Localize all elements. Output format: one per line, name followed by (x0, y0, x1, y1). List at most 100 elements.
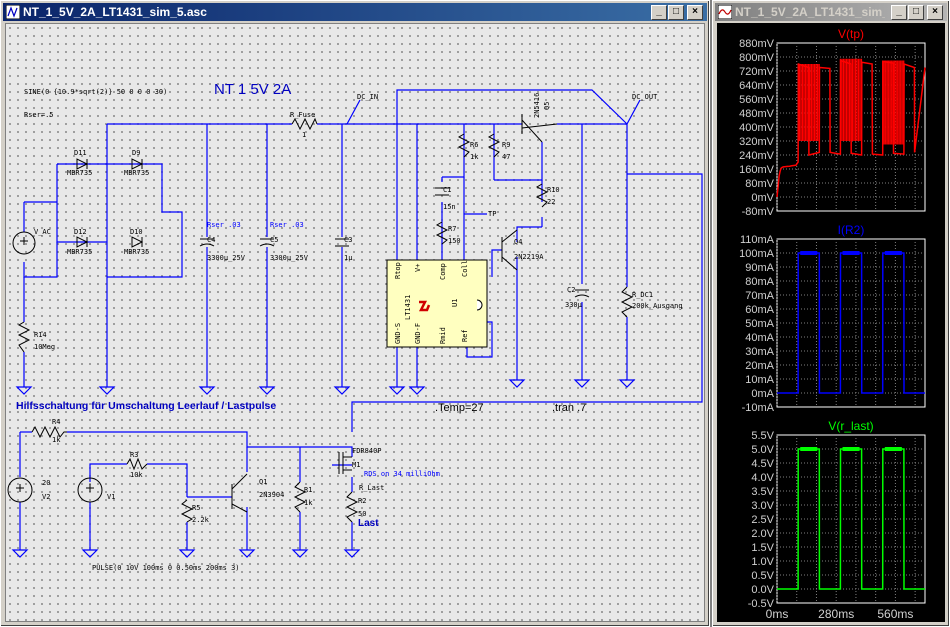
chart-2-title: V(r_last) (828, 419, 873, 433)
chart-2-ytick: 2.0V (751, 528, 774, 540)
chart-2-ytick: 3.5V (751, 486, 774, 498)
pin-rtop: Rtop (394, 262, 402, 279)
d10-model: MBR735 (124, 248, 149, 256)
pulse-source-label: PULSE(0 10V 100ms 0 0.50ms 200ms 3) (92, 564, 240, 572)
waveform-app-icon (718, 5, 732, 19)
schematic-window[interactable]: NT_1_5V_2A_LT1431_sim_5.asc _ □ × (0, 0, 710, 627)
close-button[interactable]: × (687, 5, 703, 20)
r14-label: R14 (34, 331, 47, 339)
chart-1-ytick: 10mA (745, 374, 774, 386)
minimize-button[interactable]: _ (651, 5, 667, 20)
r1-label: R1 (304, 486, 312, 494)
waveform-maximize-button[interactable]: □ (908, 5, 924, 20)
schematic-titlebar[interactable]: NT_1_5V_2A_LT1431_sim_5.asc _ □ × (3, 3, 707, 21)
d11-label: D11 (74, 149, 87, 157)
c1-value: 15n (443, 203, 456, 211)
chart-1-ytick: 50mA (745, 318, 774, 330)
chart-0-ytick: 160mV (739, 164, 775, 176)
r3-label: R3 (130, 451, 138, 459)
c4-label: C4 (207, 236, 215, 244)
d10-label: D10 (130, 228, 143, 236)
resistor-r4 (31, 425, 67, 439)
c5-rser-label: Rser .03 (270, 221, 304, 229)
chart-0-ytick: 720mV (739, 66, 775, 78)
pin-vplus: V+ (414, 264, 422, 272)
diode-d11-symbol (76, 158, 89, 170)
r5-value: 2.2k (192, 516, 210, 524)
chart-2-ytick: 3.0V (751, 500, 774, 512)
chart-1-ytick: 100mA (739, 248, 775, 260)
r6-label: R6 (470, 141, 478, 149)
resistor-r6 (457, 133, 471, 158)
r7-value: 150 (448, 237, 461, 245)
resistor-r5 (180, 499, 194, 523)
c3-label: C3 (344, 236, 352, 244)
r7-label: R7 (448, 225, 456, 233)
waveform-window[interactable]: NT_1_5V_2A_LT1431_sim_5.raw _ □ × 880mV 8… (712, 0, 950, 627)
tp-net-label: TP (488, 210, 496, 218)
linear-tech-logo (418, 300, 431, 312)
chart-1-ytick: 40mA (745, 332, 774, 344)
resistor-r14 (17, 321, 31, 353)
chart-1-ytick: 30mA (745, 346, 774, 358)
vac-label: V_AC (34, 228, 51, 236)
chart-1-ytick: 20mA (745, 360, 774, 372)
pin-gndf: GND-F (414, 323, 422, 344)
chart-1-ytick: 70mA (745, 290, 774, 302)
c4-rser-label: Rser .03 (207, 221, 241, 229)
chart-0-series-0 (776, 59, 926, 198)
chart-0-ytick: 800mV (739, 52, 775, 64)
chart-1-ytick: 90mA (745, 262, 774, 274)
chart-0-ytick: 320mV (739, 136, 775, 148)
diode-d9-symbol (131, 158, 144, 170)
waveform-close-button[interactable]: × (927, 5, 943, 20)
u1-model: LT1431 (404, 295, 412, 320)
chart-2-ytick: -0.5V (748, 598, 775, 610)
maximize-button[interactable]: □ (668, 5, 684, 20)
v2-label: V2 (42, 493, 50, 501)
d9-label: D9 (132, 149, 140, 157)
ground-symbols (11, 379, 636, 558)
sine-source-label: SINE(0 {10.9*sqrt(2)} 50 0 0 0 30) (24, 88, 167, 96)
schematic-app-icon (6, 5, 20, 19)
chart-0-title: V(tp) (838, 27, 864, 41)
q5-label: Q5 (543, 102, 551, 110)
q4-model: 2N2219A (514, 253, 544, 261)
chart-2-ytick: 1.5V (751, 542, 774, 554)
v1-label: V1 (107, 493, 115, 501)
r4-value: 1k (52, 436, 61, 444)
chart-0-ytick: 640mV (739, 80, 775, 92)
chart-1-ytick: 80mA (745, 276, 774, 288)
d11-model: MBR735 (67, 169, 92, 177)
chart-1-series-0 (777, 252, 925, 394)
resistor-r3 (126, 457, 148, 471)
r4-label: R4 (52, 418, 60, 426)
x-tick-label: 560ms (877, 607, 913, 621)
lt1431-ic-body (386, 259, 488, 348)
v2-value: 20 (42, 479, 50, 487)
rds-on-label: RDS on 34 milliOhm (364, 470, 440, 478)
r2-value: 50 (358, 510, 366, 518)
r5-label: R5 (192, 504, 200, 512)
chart-0-ytick: 880mV (739, 38, 775, 50)
rlast-label: R_Last (359, 484, 384, 492)
pin-coll: Coll (461, 260, 469, 277)
chart-2-frame (776, 434, 926, 604)
schematic-drawing[interactable]: SINE(0 {10.9*sqrt(2)} 50 0 0 0 30) Rser=… (6, 24, 704, 621)
x-tick-label: 0ms (766, 607, 789, 621)
q1-model: 2N3904 (259, 491, 284, 499)
c4-value: 3300µ_25V (207, 254, 246, 262)
diode-d10-symbol (131, 236, 144, 248)
waveform-plots[interactable]: 880mV800mV720mV640mV560mV480mV400mV320mV… (717, 23, 945, 622)
chart-2-ytick: 5.0V (751, 444, 774, 456)
pin-rmid: Rmid (439, 327, 447, 344)
schematic-canvas[interactable]: SINE(0 {10.9*sqrt(2)} 50 0 0 0 30) Rser=… (5, 23, 705, 622)
waveform-titlebar[interactable]: NT_1_5V_2A_LT1431_sim_5.raw _ □ × (715, 3, 947, 21)
vac-source-symbol (12, 231, 36, 255)
q4-label: Q4 (514, 238, 522, 246)
c5-label: C5 (270, 236, 278, 244)
waveform-minimize-button[interactable]: _ (891, 5, 907, 20)
diode-d12-symbol (76, 236, 89, 248)
x-tick-label: 280ms (818, 607, 854, 621)
